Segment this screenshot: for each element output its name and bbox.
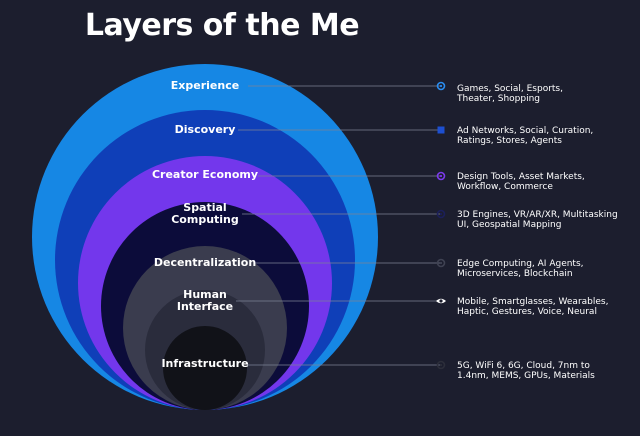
ring-icon — [436, 258, 446, 268]
layer-description-creator-economy: Design Tools, Asset Markets, Workflow, C… — [457, 172, 585, 192]
layer-label-decentralization: Decentralization — [153, 256, 257, 269]
ring-icon — [436, 360, 446, 370]
layer-label-infrastructure: Infrastructure — [161, 357, 249, 370]
layer-label-spatial-computing: Spatial Computing — [171, 201, 239, 226]
layer-description-infrastructure: 5G, WiFi 6, 6G, Cloud, 7nm to 1.4nm, MEM… — [457, 361, 595, 381]
layer-label-human-interface: Human Interface — [176, 288, 234, 313]
layer-description-decentralization: Edge Computing, AI Agents, Microservices… — [457, 259, 584, 279]
layer-description-spatial-computing: 3D Engines, VR/AR/XR, Multitasking UI, G… — [457, 210, 618, 230]
layer-description-discovery: Ad Networks, Social, Curation, Ratings, … — [457, 126, 594, 146]
layer-description-experience: Games, Social, Esports, Theater, Shoppin… — [457, 84, 563, 104]
page-title: Layers of the Me — [84, 8, 360, 43]
square-icon — [437, 126, 445, 134]
ring-icon — [436, 209, 446, 219]
ring-icon — [436, 171, 446, 181]
layer-ring-infrastructure — [163, 326, 247, 410]
ring-icon — [436, 81, 446, 91]
layer-description-human-interface: Mobile, Smartglasses, Wearables, Haptic,… — [457, 297, 609, 317]
layer-label-experience: Experience — [170, 79, 240, 92]
layer-label-creator-economy: Creator Economy — [151, 168, 259, 181]
layer-label-discovery: Discovery — [174, 123, 236, 136]
eye-icon — [436, 298, 446, 304]
title-crop — [444, 0, 640, 60]
